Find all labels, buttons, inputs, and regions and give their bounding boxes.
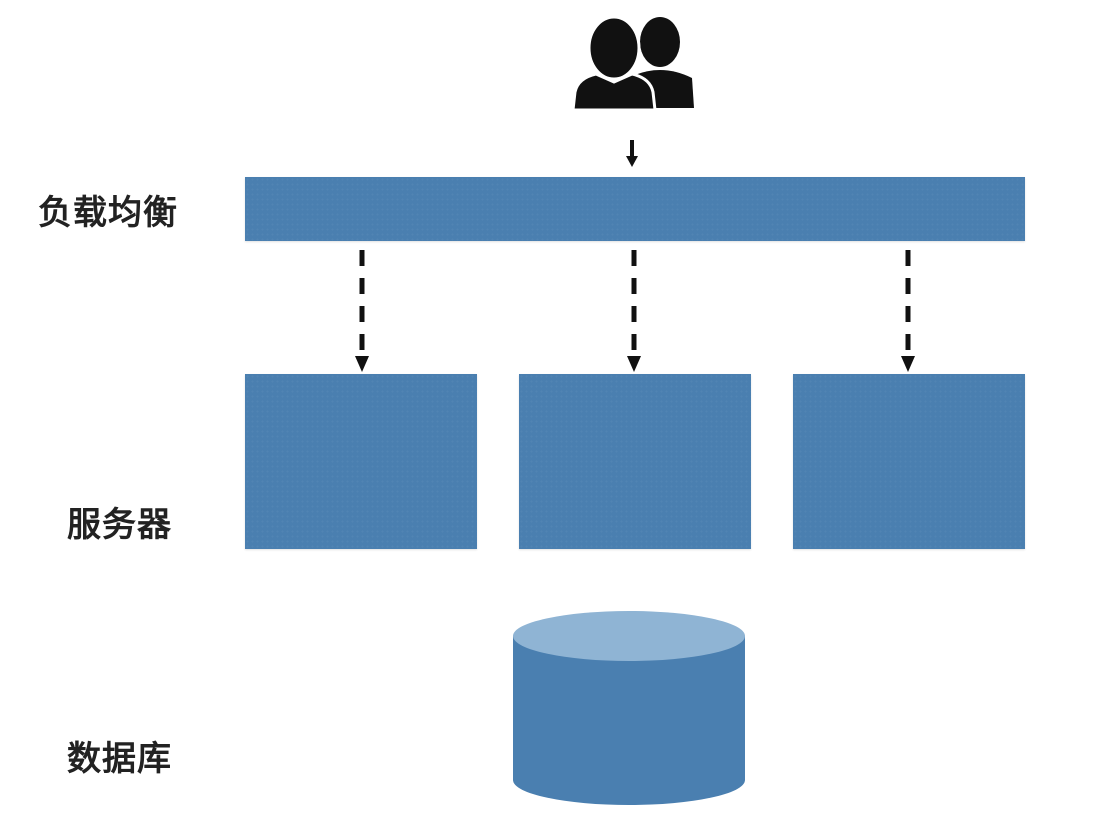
database-label: 数据库: [67, 739, 172, 779]
arrow-lb-to-server-1: [355, 250, 369, 372]
load-balancer-label: 负载均衡: [38, 193, 178, 233]
arrow-users-to-lb: [626, 140, 638, 167]
arrow-lb-to-server-3: [901, 250, 915, 372]
server-box-2: [519, 374, 751, 549]
load-balancer-bar: [245, 177, 1025, 241]
arrow-lb-to-server-2: [627, 250, 641, 372]
server-box-3: [793, 374, 1025, 549]
server-box-1: [245, 374, 477, 549]
servers-label: 服务器: [67, 505, 172, 545]
